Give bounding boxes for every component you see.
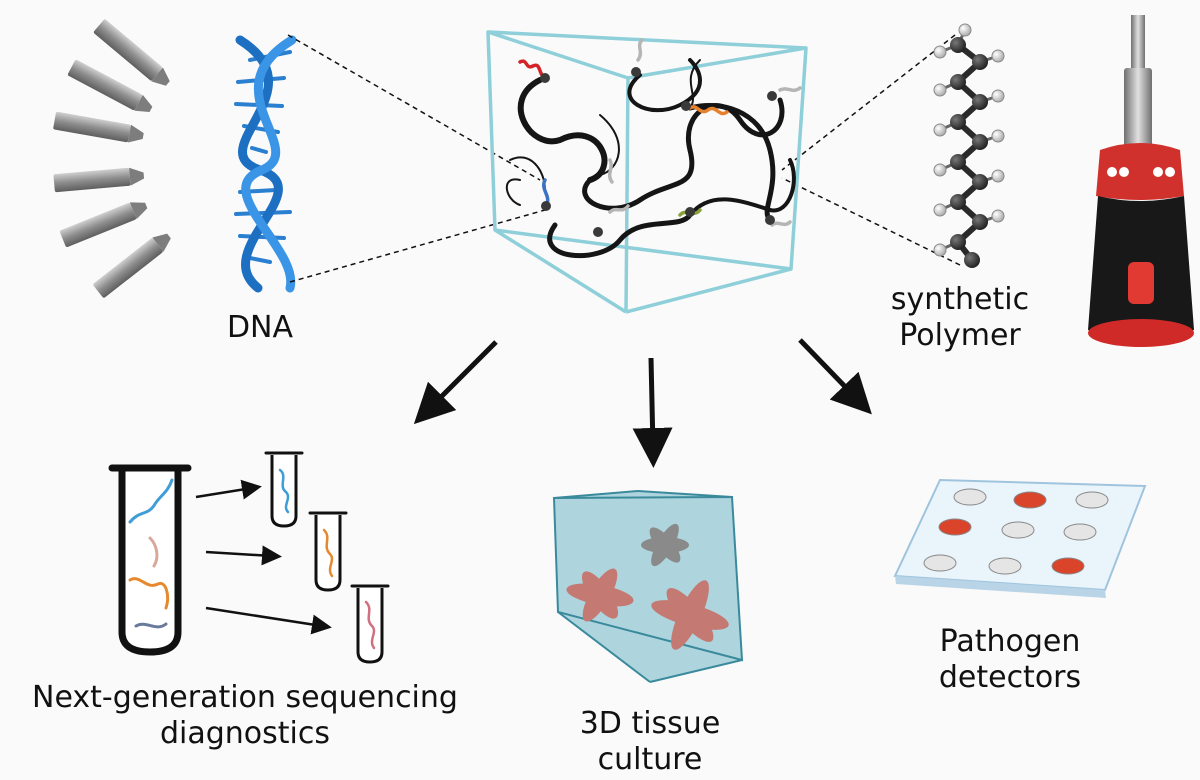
hydrogel-network-cube-icon (486, 30, 808, 314)
dna-label: DNA (226, 310, 294, 345)
pathogen-label: Pathogen detectors (920, 624, 1100, 696)
sequencing-label-line2: diagnostics (159, 716, 331, 751)
zoom-lines (287, 34, 961, 283)
sequencing-label: Next-generation sequencing diagnostics (15, 680, 475, 752)
polymer-label-line1: synthetic (890, 282, 1030, 317)
screwdriver-bits-icon (53, 19, 171, 298)
sequencing-label-line1: Next-generation sequencing (32, 680, 458, 715)
polymer-label: synthetic Polymer (880, 282, 1040, 354)
tissue-label: 3D tissue culture (560, 706, 740, 778)
sequencing-tubes-icon (108, 451, 390, 664)
pathogen-label-line2: detectors (938, 660, 1082, 695)
ratchet-screwdriver-icon (1088, 15, 1194, 347)
dna-helix-icon (234, 35, 297, 293)
polymer-label-line2: Polymer (899, 318, 1021, 353)
detector-plate-icon (893, 478, 1147, 598)
pathogen-label-line1: Pathogen (939, 624, 1081, 659)
tissue-culture-cube-icon (552, 490, 744, 683)
arrows (413, 338, 872, 468)
tissue-label-line2: culture (597, 742, 703, 777)
polymer-chain-icon (933, 23, 1005, 268)
tissue-label-line1: 3D tissue (579, 706, 721, 741)
